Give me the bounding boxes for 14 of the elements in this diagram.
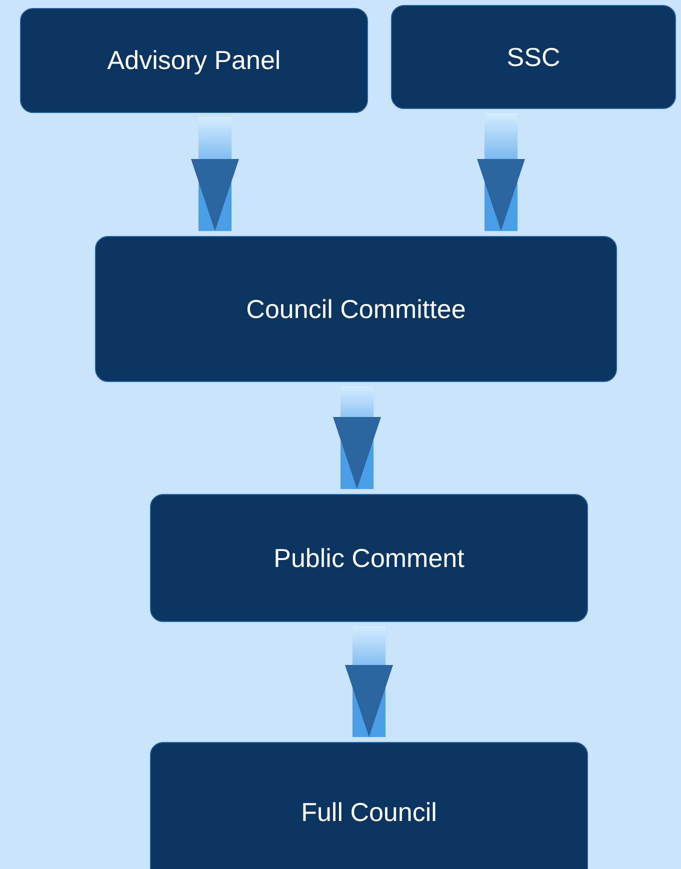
process-box (20, 8, 368, 113)
process-box (95, 236, 617, 382)
block-arrow (191, 117, 239, 231)
process-box (150, 494, 588, 622)
box-label: SSC (506, 42, 560, 72)
process-box (150, 742, 588, 869)
block-arrow (477, 113, 525, 231)
block-arrow (333, 386, 381, 489)
box-label: Full Council (301, 796, 437, 828)
block-arrow (345, 626, 393, 737)
box-label: Council Committee (246, 294, 466, 324)
box-label: Public Comment (274, 542, 464, 574)
process-box (391, 5, 676, 109)
box-label: Advisory Panel (107, 45, 281, 76)
